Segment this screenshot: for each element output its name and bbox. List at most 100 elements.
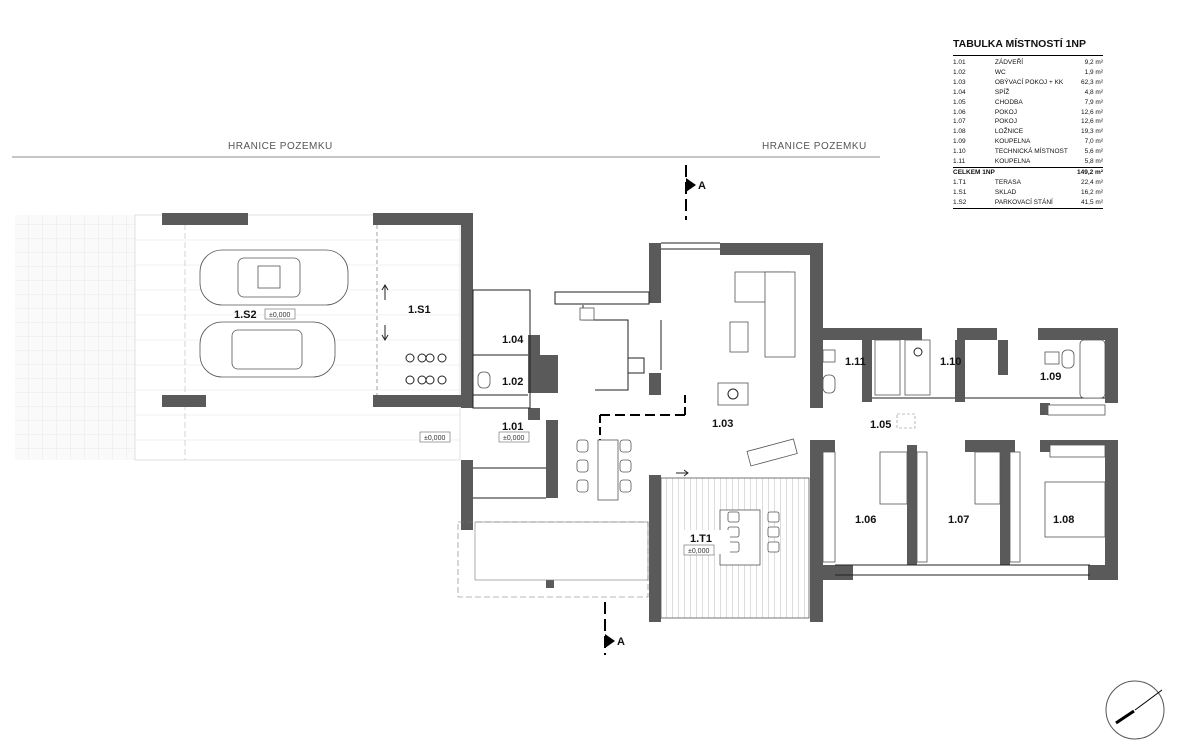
level-mark-1t1: ±0,000: [688, 548, 709, 555]
room-table-cell-name: SPÍŽ: [994, 88, 1010, 96]
room-table-cell-name: [994, 166, 1075, 178]
room-table-cell-code: 1.S1: [953, 188, 967, 196]
level-mark-1s2: ±0,000: [269, 312, 290, 319]
room-table-cell-name: OBÝVACÍ POKOJ + KK: [994, 78, 1064, 86]
terrace: 1.T1 ±0,000: [660, 469, 810, 619]
room-table-cell-code: 1.11: [953, 158, 966, 166]
room-table-row: 1.02 WC 1,9 m²: [953, 68, 1103, 78]
room-table-cell-name: KOUPELNA: [994, 138, 1031, 146]
room-table-row: 1.01 ZÁDVEŘÍ 9,2 m²: [953, 56, 1103, 68]
room-label-1s1: 1.S1: [408, 304, 431, 316]
north-arrow-icon: [1105, 680, 1165, 740]
room-table-row: 1.11 KOUPELNA 5,8 m²: [953, 157, 1103, 167]
room-table-cell-name: POKOJ: [994, 118, 1017, 126]
room-table-cell-area: 5,8 m²: [1084, 158, 1103, 166]
room-table-cell-code: CELKEM 1NP: [953, 166, 995, 178]
room-table-cell-name: SKLAD: [994, 188, 1017, 196]
room-label-103: 1.03: [712, 418, 733, 430]
room-table-row: 1.07 POKOJ 12,6 m²: [953, 117, 1103, 127]
bathroom-fixtures: [477, 339, 1106, 399]
room-table-cell-code: 1.08: [953, 128, 966, 136]
room-label-106: 1.06: [855, 514, 876, 526]
room-table-cell-area: 149,2 m²: [1074, 166, 1103, 178]
room-table-row: 1.S1 SKLAD 16,2 m²: [953, 188, 1103, 198]
room-table-row: 1.04 SPÍŽ 4,8 m²: [953, 88, 1103, 98]
room-table-cell-name: ZÁDVEŘÍ: [994, 59, 1024, 66]
level-mark-101: ±0,000: [503, 435, 524, 442]
room-table-cell-name: POKOJ: [994, 108, 1017, 116]
room-label-1t1: 1.T1: [690, 533, 712, 545]
room-table-cell-area: 22,4 m²: [1080, 178, 1103, 186]
room-table-cell-name: CHODBA: [994, 98, 1023, 106]
room-label-102: 1.02: [502, 376, 523, 388]
room-table-cell-code: 1.07: [953, 118, 966, 126]
house-walls: [461, 243, 1118, 622]
section-label-top: A: [698, 180, 706, 192]
room-table-title: TABULKA MÍSTNOSTÍ 1NP: [953, 38, 1086, 50]
carport-level: 1.S2 ±0,000 ±0,000: [234, 308, 451, 443]
section-mark-bottom: A: [604, 602, 625, 655]
room-table-cell-area: 16,2 m²: [1080, 188, 1103, 196]
car-top: [199, 249, 349, 306]
room-table-row: CELKEM 1NP 149,2 m²: [953, 166, 1103, 178]
room-table-grid: 1.01 ZÁDVEŘÍ 9,2 m² 1.02 WC 1,9 m² 1.03 OBÝVACÍ…: [953, 55, 1103, 209]
room-table-cell-code: 1.01: [953, 59, 966, 66]
room-table-row: 1.10 TECHNICKÁ MÍSTNOST 5,6 m²: [953, 147, 1103, 157]
room-table-cell-code: 1.09: [953, 138, 966, 146]
room-table-cell-code: 1.05: [953, 98, 966, 106]
room-table-cell-area: 7,0 m²: [1084, 138, 1103, 146]
room-table-cell-area: 9,2 m²: [1084, 59, 1103, 66]
room-table-cell-code: 1.03: [953, 78, 966, 86]
room-table-cell-name: TERASA: [994, 178, 1021, 186]
room-table-cell-area: 12,6 m²: [1080, 108, 1103, 116]
living-furniture: [576, 271, 798, 501]
section-label-bottom: A: [617, 636, 625, 648]
room-table-cell-area: 12,6 m²: [1080, 118, 1103, 126]
room-label-110: 1.10: [940, 356, 961, 368]
room-table-cell-code: 1.06: [953, 108, 966, 116]
room-table-cell-name: PARKOVACÍ STÁNÍ: [994, 198, 1053, 206]
paved-area: [15, 214, 461, 461]
room-table-cell-area: 1,9 m²: [1084, 68, 1103, 76]
room-table-cell-name: LOŽNICE: [994, 128, 1024, 136]
room-label-107: 1.07: [948, 514, 969, 526]
room-table-cell-code: 1.S2: [953, 198, 967, 206]
room-table-cell-area: 5,6 m²: [1084, 148, 1103, 156]
room-labels: 1.04 1.02 1.01 ±0,000 1.03 1.05 1.06 1.0…: [498, 334, 1074, 526]
room-label-111: 1.11: [845, 356, 866, 368]
room-table-cell-code: 1.04: [953, 88, 966, 96]
room-table-cell-name: WC: [994, 68, 1006, 76]
plot-boundary: HRANICE POZEMKU HRANICE POZEMKU: [12, 141, 880, 158]
boundary-label-right: HRANICE POZEMKU: [762, 141, 867, 152]
car-bottom: [199, 321, 336, 378]
room-label-104: 1.04: [502, 334, 524, 346]
room-table-cell-area: 7,9 m²: [1084, 98, 1103, 106]
room-table-row: 1.05 CHODBA 7,9 m²: [953, 98, 1103, 108]
room-table-cell-name: KOUPELNA: [994, 158, 1031, 166]
room-table-row: 1.03 OBÝVACÍ POKOJ + KK 62,3 m²: [953, 78, 1103, 88]
room-table-row: 1.06 POKOJ 12,6 m²: [953, 108, 1103, 118]
room-label-109: 1.09: [1040, 371, 1061, 383]
bedroom-furniture: [822, 404, 1106, 563]
room-table-row: 1.09 KOUPELNA 7,0 m²: [953, 137, 1103, 147]
room-table-cell-code: 1.02: [953, 68, 966, 76]
room-label-108: 1.08: [1053, 514, 1074, 526]
storage-s1: 1.S1: [381, 284, 447, 385]
bicycle-icon: [405, 353, 447, 385]
room-table-row: 1.08 LOŽNICE 19,3 m²: [953, 127, 1103, 137]
room-label-1s2: 1.S2: [234, 309, 257, 321]
section-mark-top: A: [685, 165, 706, 220]
room-label-105: 1.05: [870, 419, 891, 431]
level-mark-entrance: ±0,000: [424, 435, 445, 442]
room-table-cell-area: 62,3 m²: [1080, 78, 1103, 86]
room-table-cell-code: 1.10: [953, 148, 966, 156]
boundary-label-left: HRANICE POZEMKU: [228, 141, 333, 152]
room-table-cell-area: 19,3 m²: [1080, 128, 1103, 136]
room-table-cell-area: 4,8 m²: [1084, 88, 1103, 96]
room-label-101: 1.01: [502, 421, 523, 433]
room-table-cell-name: TECHNICKÁ MÍSTNOST: [994, 148, 1068, 156]
